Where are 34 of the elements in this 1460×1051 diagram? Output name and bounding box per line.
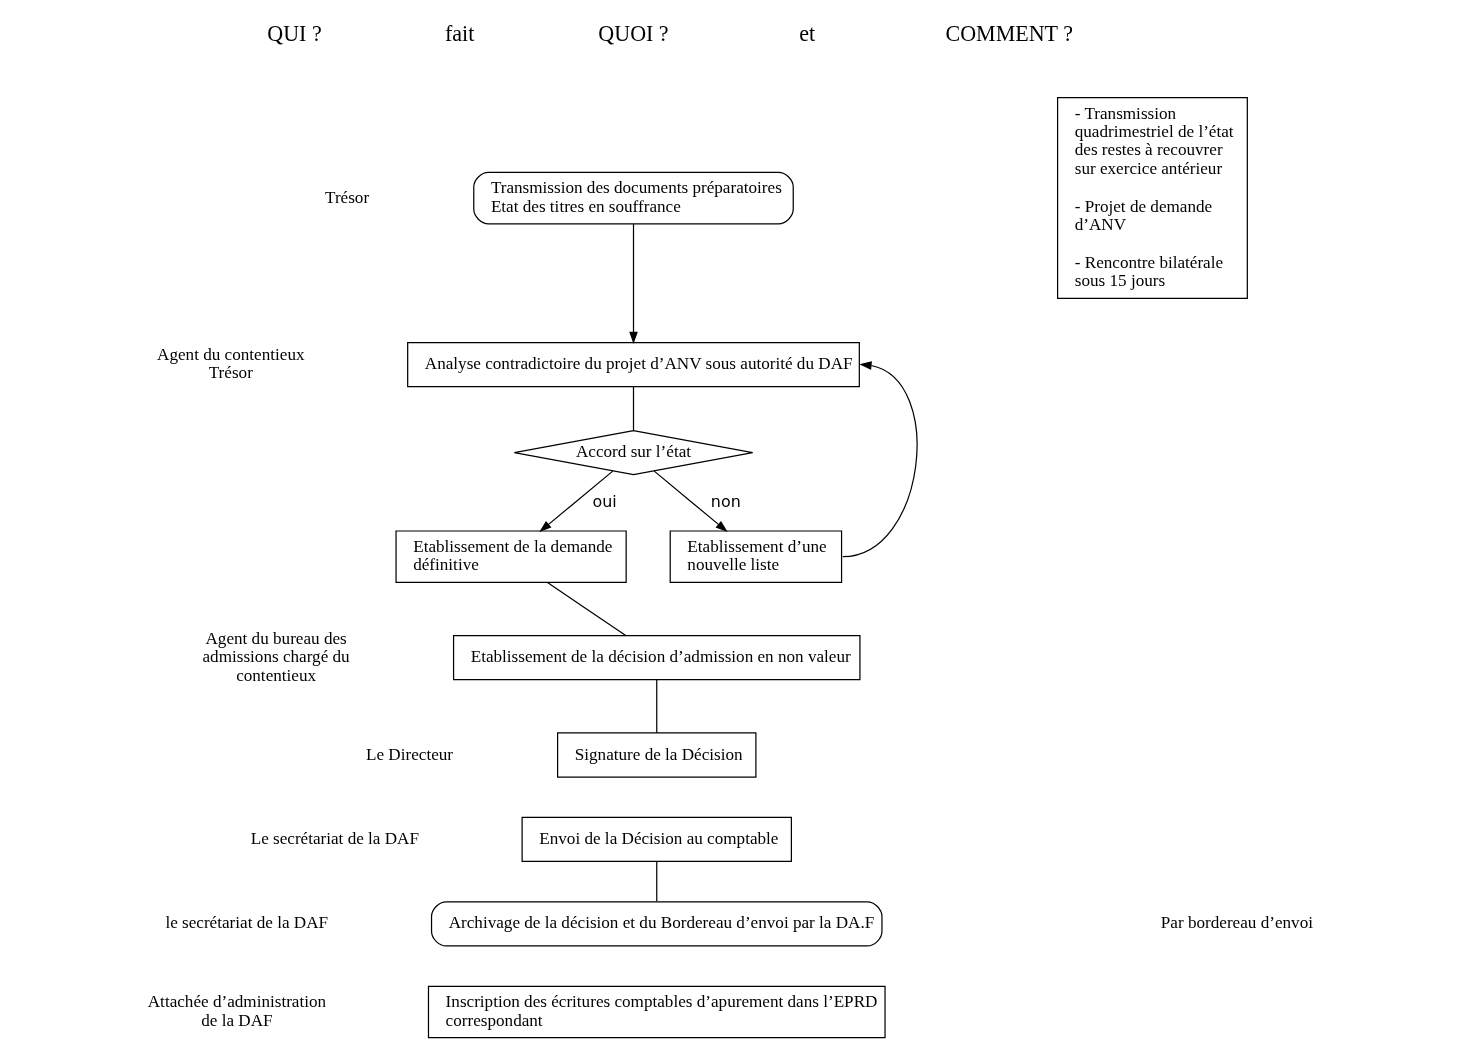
arrow xyxy=(538,470,613,533)
arrow xyxy=(628,223,638,345)
label: Trésor xyxy=(324,187,369,207)
label: Le secrétariat de la DAF xyxy=(250,828,419,848)
node-box: Inscription des écritures comptables d’apurement dans l’EPRD correspondant xyxy=(427,985,886,1039)
arrow xyxy=(841,361,918,558)
node-diamond: Accord sur l’état xyxy=(513,430,753,476)
arrow xyxy=(653,470,728,533)
label: Le Directeur xyxy=(365,744,453,764)
node-box: Etablissement de la décision d’admission en non valeur xyxy=(452,635,861,681)
edge-label: non xyxy=(710,492,741,512)
connector xyxy=(546,581,626,637)
node-box: - Transmission quadrimestriel de l’état des restes à recouvrer sur exercice antérieur - Projet de demande d’ANV - Rencontre bilatérale sous 15 jours xyxy=(1056,97,1248,300)
label: Attachée d’administration de la DAF xyxy=(147,992,326,1030)
node-box: Envoi de la Décision au comptable xyxy=(521,816,792,863)
node-box: Analyse contradictoire du projet d’ANV sous autorité du DAF xyxy=(406,341,860,388)
connector xyxy=(632,386,634,432)
label: COMMENT ? xyxy=(945,20,1073,46)
label: Par bordereau d’envoi xyxy=(1160,913,1313,933)
label: Agent du contentieux Trésor xyxy=(156,344,305,383)
node-box: Archivage de la décision et du Bordereau d’envoi par la DA.F xyxy=(430,901,883,947)
label: QUI ? xyxy=(266,20,322,46)
connector xyxy=(655,679,657,734)
label: et xyxy=(798,20,815,46)
label: Agent du bureau des admissions chargé du contentieux xyxy=(202,628,350,685)
label: fait xyxy=(444,20,474,46)
edge-label: oui xyxy=(592,492,617,512)
label: QUOI ? xyxy=(597,20,669,46)
node-box: Transmission des documents préparatoires Etat des titres en souffrance xyxy=(472,171,794,225)
node-box: Etablissement d’une nouvelle liste xyxy=(669,530,842,583)
node-box: Etablissement de la demande définitive xyxy=(394,530,627,583)
node-box: Signature de la Décision xyxy=(556,732,756,778)
connector xyxy=(655,861,657,902)
label: le secrétariat de la DAF xyxy=(164,913,328,933)
